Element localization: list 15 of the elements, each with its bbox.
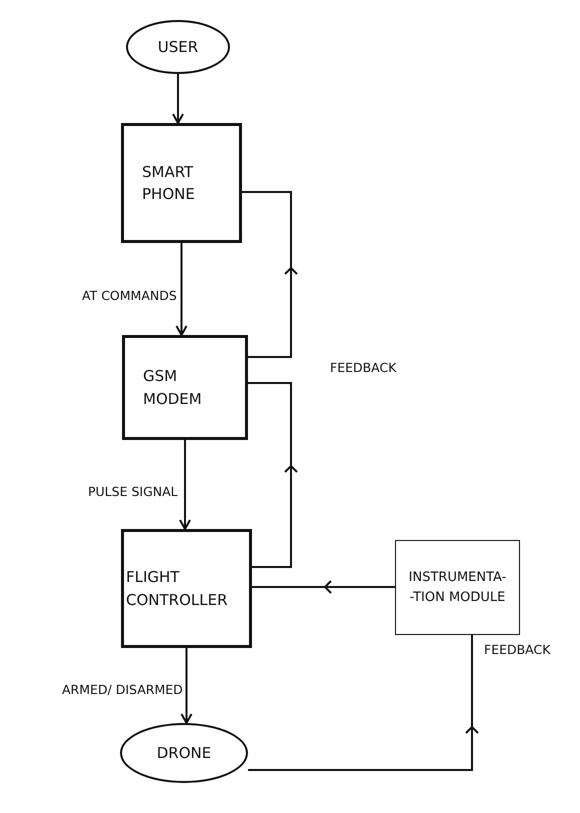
node-label: DRONE — [156, 742, 212, 764]
node-label: FLIGHT CONTROLLER — [126, 567, 229, 610]
process-box — [121, 529, 252, 648]
annotation-label: FEEDBACK — [330, 360, 396, 375]
edge-label: FEEDBACK — [484, 642, 550, 657]
edge-label: PULSE SIGNAL — [88, 484, 178, 499]
node-label: SMART PHONE — [142, 162, 196, 205]
node-label: INSTRUMENTA- -TION MODULE — [408, 569, 508, 606]
process-box — [121, 123, 242, 243]
node-label: USER — [158, 36, 198, 58]
node-label: GSM MODEM — [143, 366, 203, 410]
edge-label: AT COMMANDS — [82, 288, 177, 303]
edge-label: ARMED/ DISARMED — [62, 682, 183, 697]
process-box — [395, 540, 520, 635]
process-box — [122, 335, 248, 440]
